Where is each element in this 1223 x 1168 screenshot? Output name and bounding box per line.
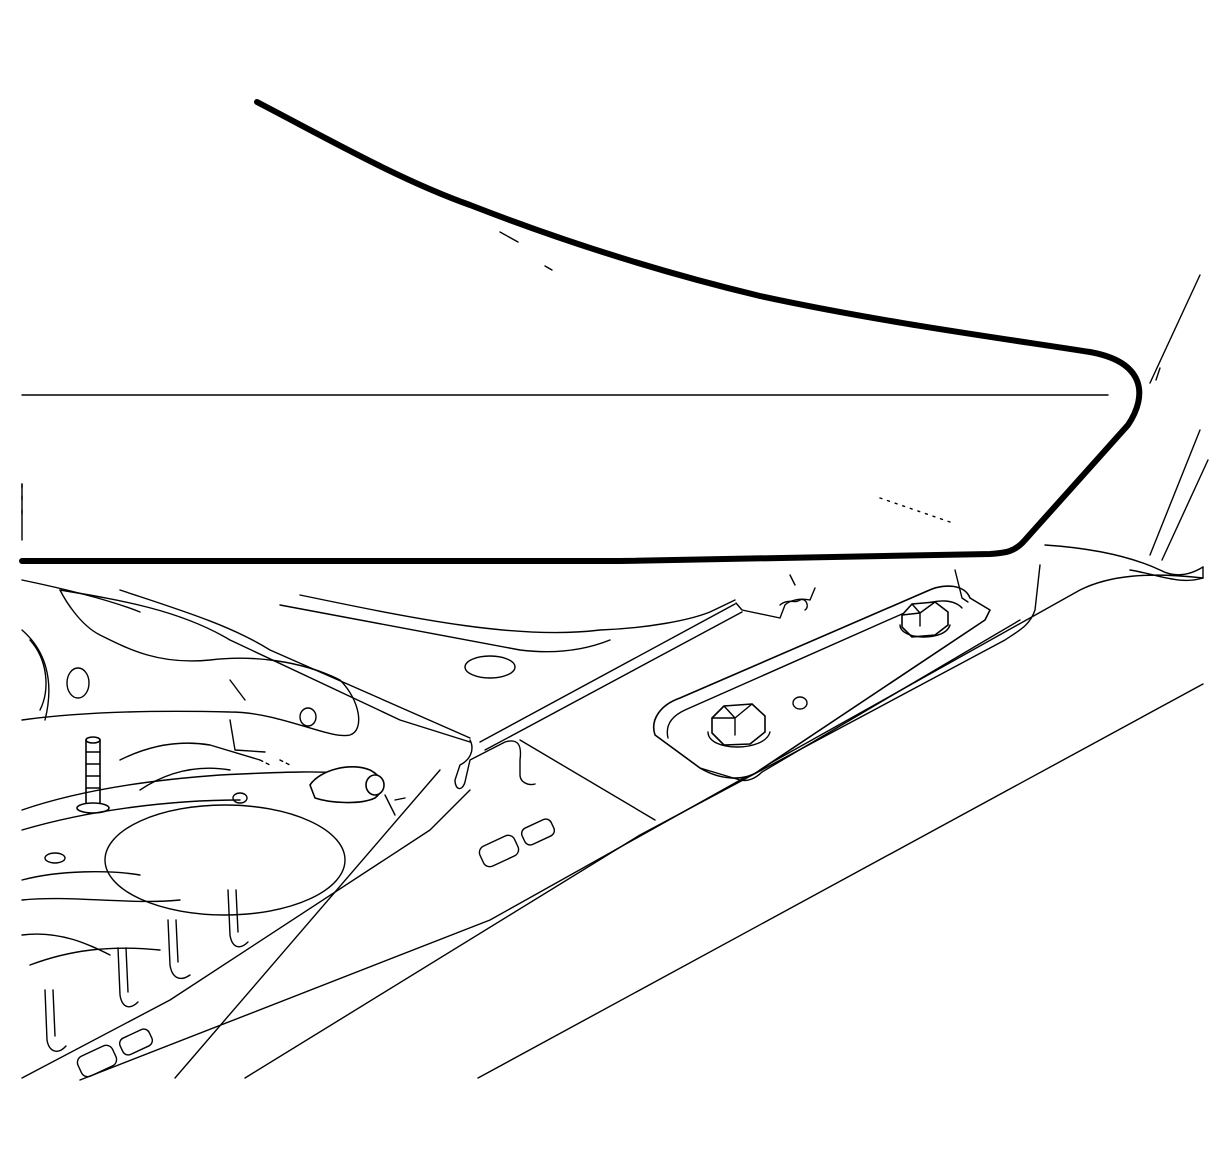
panel-edge-outline (19, 99, 1143, 564)
sill-tabs (44, 889, 249, 1052)
floor-drain-slots (76, 818, 556, 1078)
bracket-bolt-front (707, 703, 771, 748)
vehicle-floor-pan (21, 564, 1204, 1081)
floor-stud (76, 736, 110, 814)
trim-panel (21, 231, 1109, 541)
spare-tire-well (21, 719, 406, 966)
bracket-bolt-rear (899, 601, 951, 638)
side-pillar (1044, 274, 1209, 582)
